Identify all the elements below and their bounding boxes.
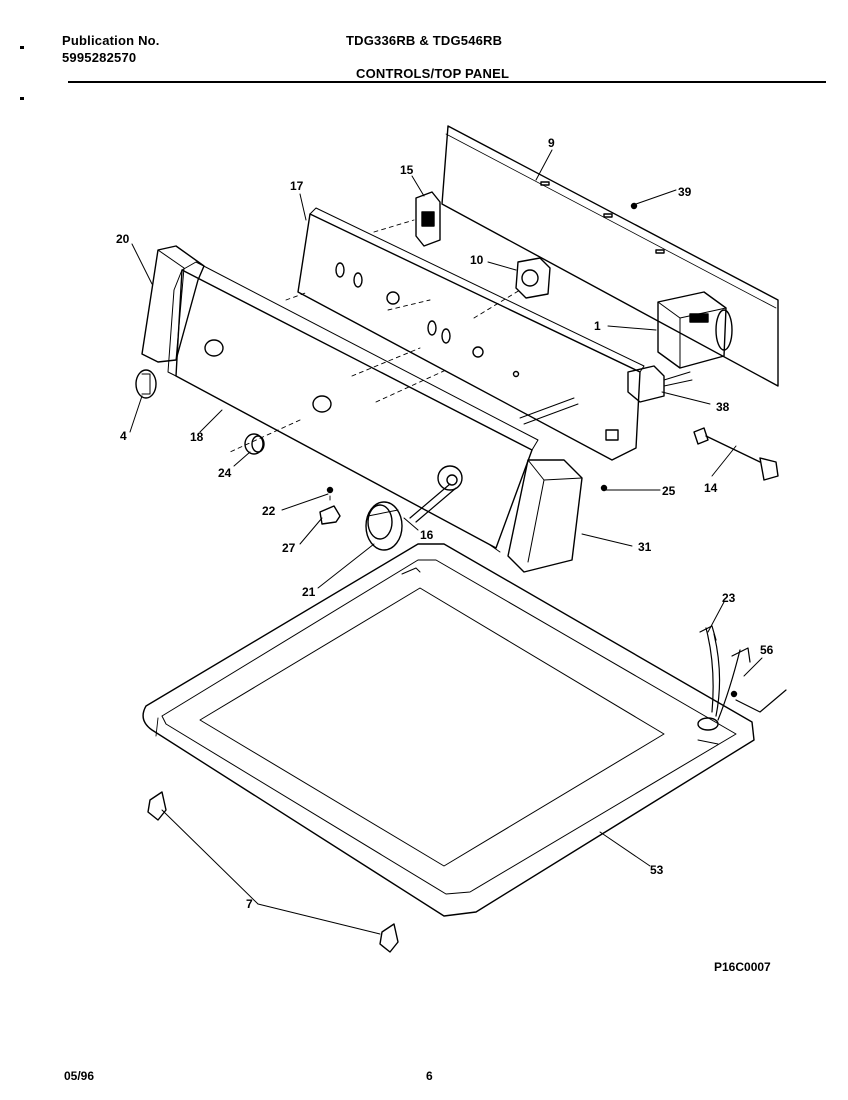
drawing-code: P16C0007 <box>714 960 771 974</box>
rear-panel <box>441 125 779 387</box>
bushing <box>244 433 265 455</box>
callout-53: 53 <box>650 863 664 877</box>
callout-17: 17 <box>290 179 304 193</box>
top-panel <box>142 543 755 917</box>
console <box>167 261 539 553</box>
knob-small <box>135 369 157 399</box>
callout-31: 31 <box>638 540 652 554</box>
callout-56: 56 <box>760 643 774 657</box>
header-rule <box>68 81 826 83</box>
timer-knob <box>365 501 403 551</box>
knob-shaft <box>409 483 457 523</box>
callout-20: 20 <box>116 232 130 246</box>
callout-25: 25 <box>662 484 676 498</box>
callout-22: 22 <box>262 504 276 518</box>
callout-7: 7 <box>246 897 253 911</box>
callout-14: 14 <box>704 481 718 495</box>
publication-number: 5995282570 <box>62 50 137 65</box>
section-title: CONTROLS/TOP PANEL <box>356 66 510 81</box>
callout-18: 18 <box>190 430 204 444</box>
push-to-start-switch <box>627 365 693 403</box>
callout-23: 23 <box>722 591 736 605</box>
margin-mark <box>20 97 24 100</box>
top-panel-wiring <box>699 625 787 721</box>
callout-39: 39 <box>678 185 692 199</box>
hinge <box>147 791 399 953</box>
callout-21: 21 <box>302 585 316 599</box>
callout-9: 9 <box>548 136 555 150</box>
timer <box>657 291 733 369</box>
page-number: 6 <box>426 1069 433 1083</box>
right-end-cap <box>507 459 583 573</box>
margin-mark <box>20 46 24 49</box>
callout-27: 27 <box>282 541 296 555</box>
assembly-lines <box>229 219 521 501</box>
callout-15: 15 <box>400 163 414 177</box>
model-title: TDG336RB & TDG546RB <box>346 33 503 48</box>
callout-1: 1 <box>594 319 601 333</box>
callout-4: 4 <box>120 429 127 443</box>
control-panel-bracket <box>297 207 645 461</box>
callout-16: 16 <box>420 528 434 542</box>
callout-10: 10 <box>470 253 484 267</box>
wire-harness <box>693 427 779 481</box>
publication-label: Publication No. <box>62 33 160 48</box>
publication-date: 05/96 <box>64 1069 95 1083</box>
callout-24: 24 <box>218 466 232 480</box>
leader-lines <box>129 149 763 935</box>
left-end-cap <box>141 245 205 363</box>
selector-switch <box>415 191 441 247</box>
callout-38: 38 <box>716 400 730 414</box>
knob-clip <box>319 505 341 525</box>
temperature-switch <box>515 257 551 299</box>
callout-labels: 9 39 15 17 10 20 1 38 4 18 24 14 25 22 1… <box>116 136 774 911</box>
